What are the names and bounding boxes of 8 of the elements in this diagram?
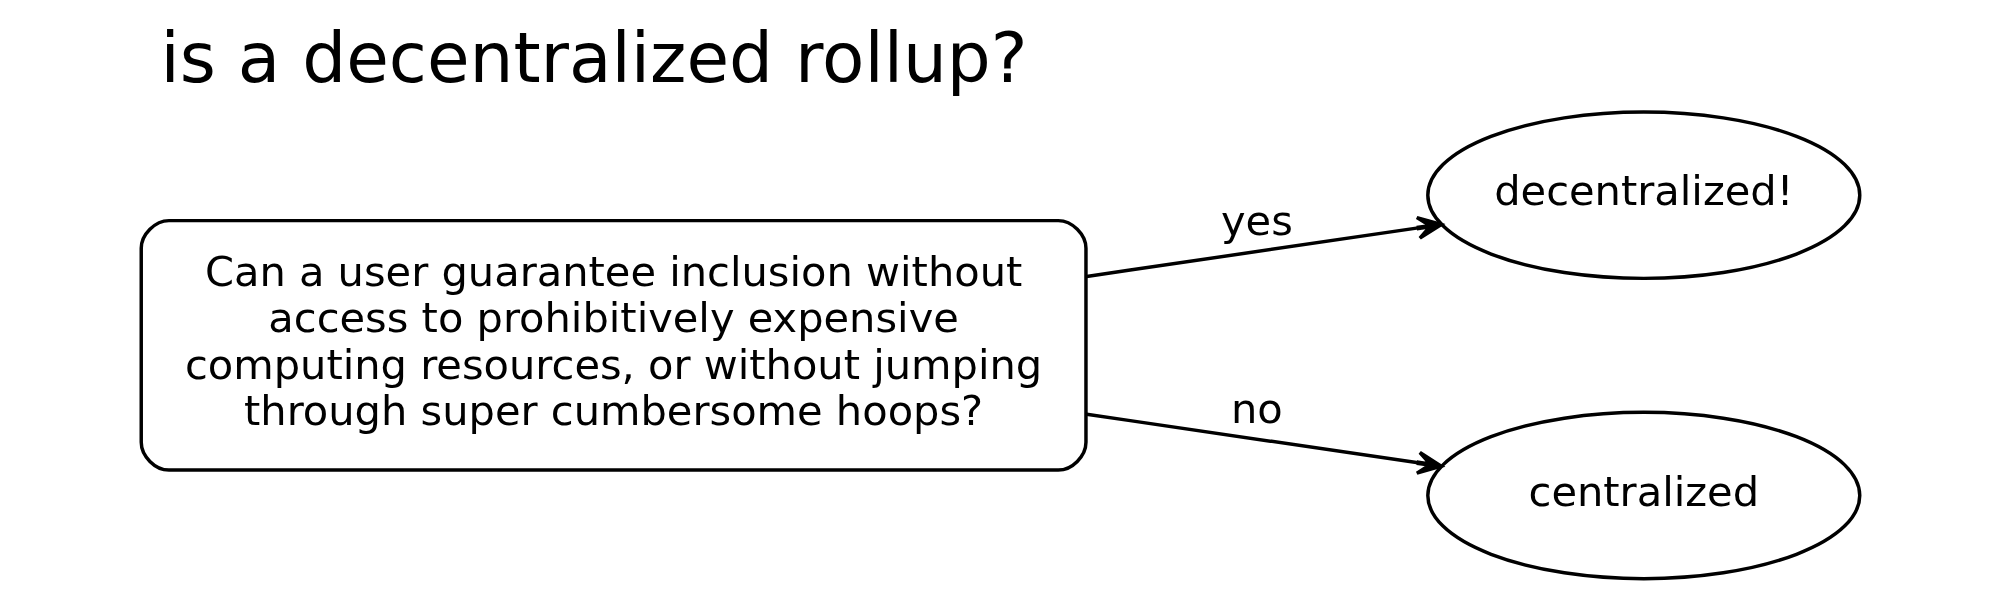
diagram-title: is a decentralized rollup? (159, 18, 1028, 99)
arrow (1085, 215, 1443, 279)
edge-label: yes (1220, 196, 1293, 246)
node-ellipse: decentralized! (1425, 110, 1861, 281)
edge-label: no (1230, 383, 1283, 433)
arrow (1085, 412, 1443, 475)
node-ellipse: centralized (1425, 410, 1861, 581)
node-box: Can a user guarantee inclusion without access to prohibitively expensive computing resources, or without jumping through super cumbersome hoops? (139, 218, 1088, 472)
